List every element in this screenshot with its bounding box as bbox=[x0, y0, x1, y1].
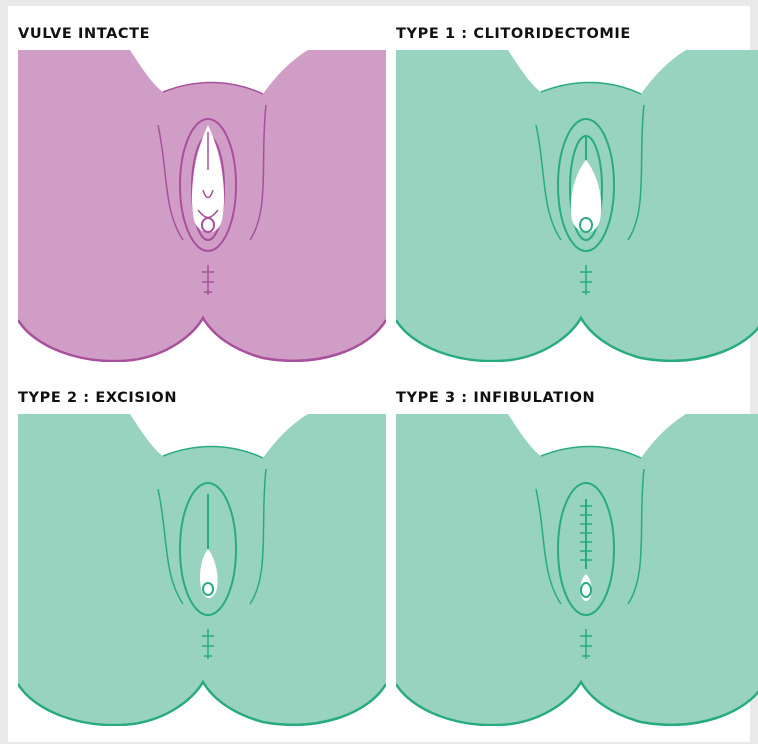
infibulation-illustration bbox=[396, 414, 758, 726]
intact-vulva-illustration bbox=[18, 50, 386, 362]
panel-type2-excision: TYPE 2 : EXCISION bbox=[18, 390, 388, 730]
illustration-card: VULVE INTACTE TYPE 1 : CLITORIDECTOMIE bbox=[8, 6, 750, 742]
panel-title: TYPE 2 : EXCISION bbox=[18, 390, 177, 406]
panel-type1-clitoridectomy: TYPE 1 : CLITORIDECTOMIE bbox=[396, 26, 758, 366]
panel-title: TYPE 3 : INFIBULATION bbox=[396, 390, 595, 406]
panel-type3-infibulation: TYPE 3 : INFIBULATION bbox=[396, 390, 758, 730]
panel-intact-vulva: VULVE INTACTE bbox=[18, 26, 388, 366]
excision-illustration bbox=[18, 414, 386, 726]
clitoridectomy-illustration bbox=[396, 50, 758, 362]
body-silhouette bbox=[396, 414, 758, 725]
panel-title: VULVE INTACTE bbox=[18, 26, 150, 42]
panel-title: TYPE 1 : CLITORIDECTOMIE bbox=[396, 26, 631, 42]
